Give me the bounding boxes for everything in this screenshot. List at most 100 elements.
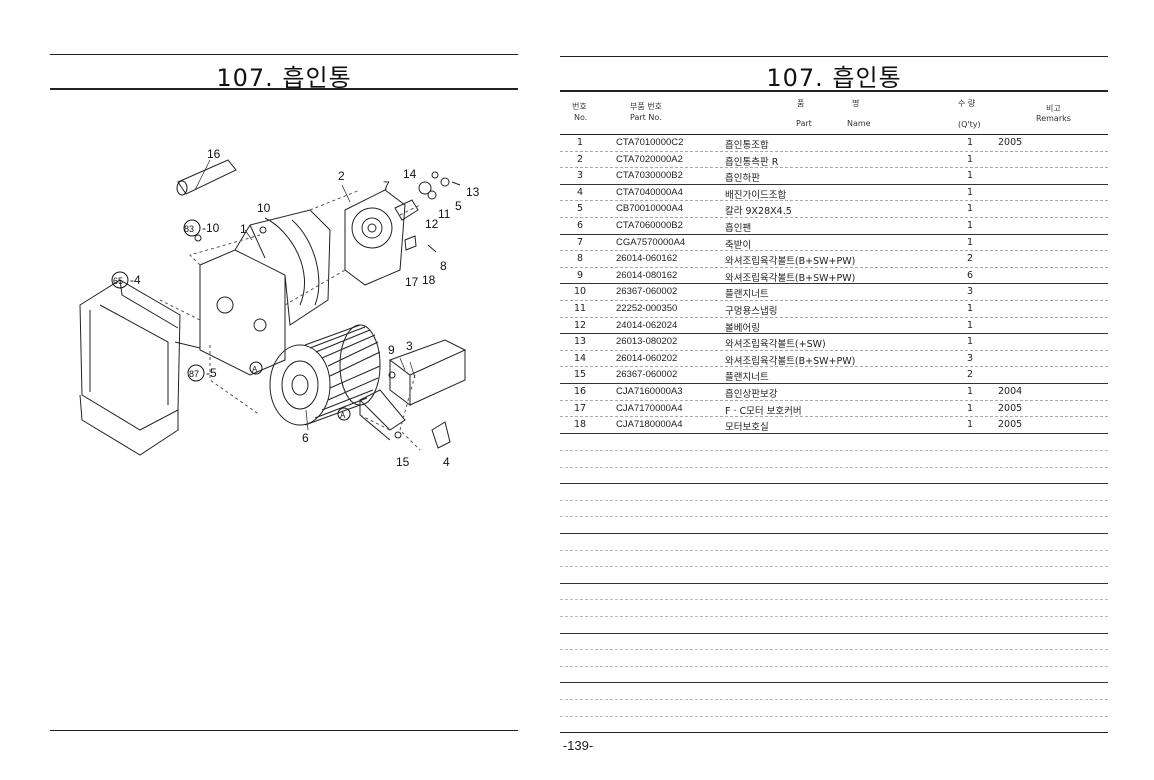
cell-qty: 2	[966, 369, 974, 381]
label-16: 16	[207, 147, 221, 161]
cell-no: 12	[573, 319, 587, 331]
cell-name: 모터보호실	[725, 422, 769, 434]
cell-part-no: 24014-062024	[616, 319, 678, 331]
label-9: 9	[388, 343, 395, 357]
cell-no: 18	[573, 419, 587, 431]
ref-a-right: A	[337, 407, 351, 421]
cell-no: 6	[576, 219, 584, 231]
table-header: 번호 No. 부품 번호 Part No. 품 명 Part Name 수 량 …	[560, 98, 1108, 134]
cell-no: 4	[576, 186, 584, 198]
svg-text:A: A	[252, 365, 258, 374]
left-top-rule	[50, 54, 518, 55]
label-3: 3	[406, 339, 413, 353]
cell-part-no: CTA7020000A2	[616, 153, 683, 165]
cell-part-no: CTA7030000B2	[616, 170, 683, 182]
cell-remarks: 2005	[998, 137, 1023, 148]
ref-87: 87 -5	[187, 364, 217, 382]
ref-65: 65 -4	[111, 271, 141, 289]
cell-no: 13	[573, 336, 587, 348]
header-part-en: Part No.	[630, 113, 662, 122]
blank-line	[560, 599, 1108, 601]
header-rule	[560, 134, 1108, 135]
table-row: 10 26367-060002 플랜지너트 3	[560, 284, 1108, 301]
label-1: 1	[240, 222, 247, 236]
cell-name: 와셔조립육각볼트(B+SW+PW)	[725, 272, 856, 284]
blank-line	[560, 483, 1108, 485]
svg-text:-10: -10	[202, 221, 220, 235]
cell-qty: 3	[966, 286, 974, 298]
small-parts	[394, 171, 461, 253]
blank-line	[560, 649, 1108, 651]
cell-qty: 1	[966, 137, 974, 148]
cell-name: 흡인상판보강	[725, 388, 778, 400]
cell-qty: 1	[966, 153, 974, 165]
cell-qty: 6	[966, 269, 974, 281]
cell-qty: 1	[966, 336, 974, 348]
label-17: 17	[405, 275, 419, 289]
bolts	[174, 226, 402, 439]
part-6-fan	[269, 324, 381, 426]
cell-no: 17	[573, 402, 587, 414]
cell-no: 8	[576, 253, 584, 265]
cell-no: 10	[573, 286, 587, 298]
header-no-en: No.	[574, 113, 588, 122]
svg-text:83: 83	[184, 224, 194, 234]
left-title-rule	[50, 88, 518, 90]
svg-text:-5: -5	[206, 366, 217, 380]
cell-part-no: 26014-080162	[616, 269, 678, 281]
cell-qty: 1	[966, 203, 974, 215]
cell-remarks: 2005	[998, 402, 1023, 414]
header-name-ko-1: 품	[797, 99, 805, 108]
blank-line	[560, 699, 1108, 700]
cell-name: 볼베어링	[725, 322, 760, 334]
cell-part-no: CGA7570000A4	[616, 236, 686, 248]
cell-part-no: CJA7180000A4	[616, 419, 683, 431]
part-2-side-plate	[344, 189, 406, 286]
svg-text:-4: -4	[130, 273, 141, 287]
cell-name: 플랜지너트	[725, 372, 769, 384]
header-name-en-1: Part	[796, 119, 812, 128]
cell-name: 흡인통조합	[725, 140, 769, 151]
label-13: 13	[466, 185, 480, 199]
cell-part-no: 26367-060002	[616, 286, 678, 298]
cell-part-no: CJA7170000A4	[616, 402, 683, 414]
cell-no: 15	[573, 369, 587, 381]
cell-remarks: 2004	[998, 385, 1023, 397]
cell-part-no: 26014-060202	[616, 352, 678, 364]
cell-name: 칼라 9X28X4.5	[725, 206, 792, 218]
part-1-housing	[199, 209, 331, 376]
cell-qty: 1	[966, 186, 974, 198]
header-part-ko: 부품 번호	[630, 102, 662, 111]
label-18: 18	[422, 273, 436, 287]
svg-text:65: 65	[113, 276, 123, 286]
blank-line	[560, 533, 1108, 534]
cell-qty: 3	[966, 352, 974, 364]
right-top-rule	[560, 56, 1108, 57]
cell-qty: 1	[966, 219, 974, 231]
cell-qty: 1	[966, 402, 974, 414]
header-qty-ko: 수 량	[958, 99, 976, 108]
parts-table: 번호 No. 부품 번호 Part No. 품 명 Part Name 수 량 …	[560, 98, 1108, 434]
cell-part-no: CTA7010000C2	[616, 137, 684, 148]
ref-83: 83 -10	[183, 219, 220, 237]
blank-line	[560, 665, 1108, 667]
left-page-title: 107. 흡인통	[216, 64, 352, 92]
blank-line	[560, 450, 1108, 451]
blank-line	[560, 499, 1108, 501]
header-no-ko: 번호	[572, 102, 587, 111]
cell-name: 플랜지너트	[725, 289, 769, 301]
cell-name: 축받이	[725, 239, 752, 251]
cell-name: 흡인하판	[725, 173, 760, 185]
cell-name: 흡인통측판 R	[725, 156, 779, 168]
cell-qty: 1	[966, 419, 974, 431]
blank-line	[560, 549, 1108, 551]
